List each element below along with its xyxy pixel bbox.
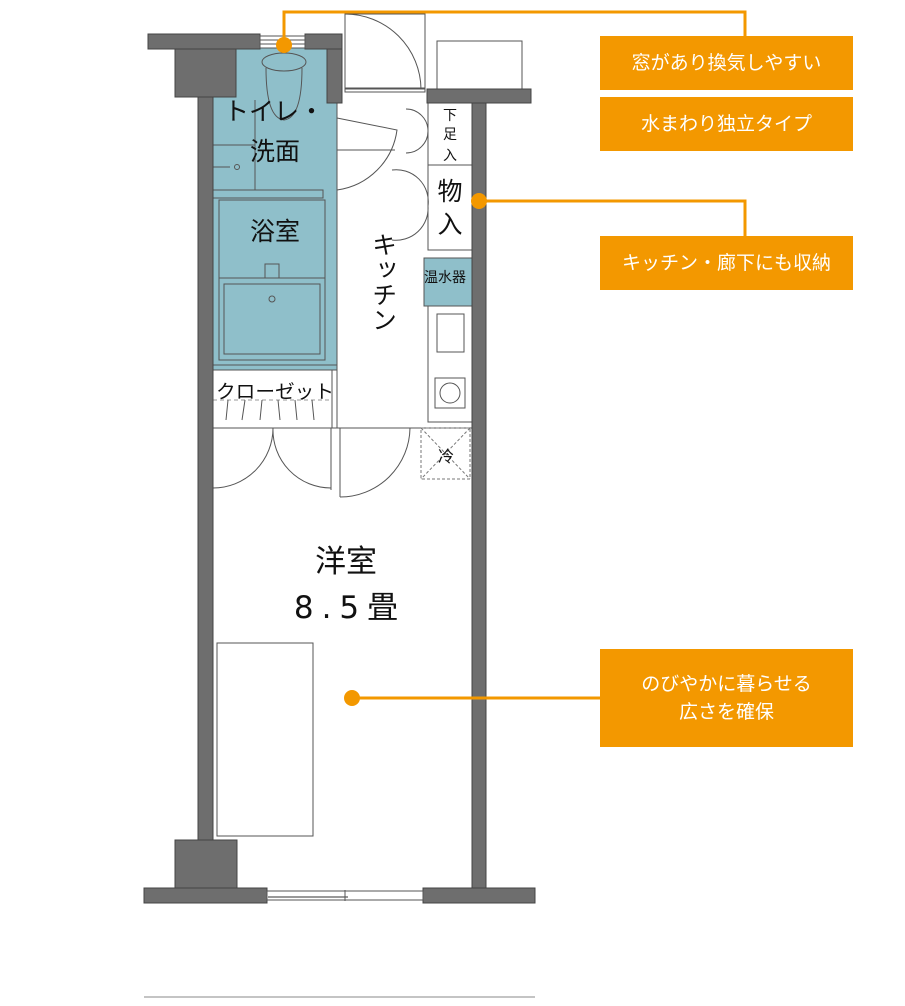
callout-dot	[344, 690, 360, 706]
bath-label: 浴室	[250, 217, 300, 246]
bathtub-area	[218, 199, 326, 361]
callout-separate-wet-area: 水まわり独立タイプ	[600, 97, 853, 151]
callout-leaders	[282, 10, 747, 700]
kitchen-label: キッチン	[369, 232, 398, 332]
storage-label: 入	[437, 210, 462, 239]
fridge-label: 冷	[438, 447, 454, 466]
western-room-size: 8.5畳	[294, 590, 406, 626]
svg-text:キッチン: キッチン	[369, 232, 398, 332]
water-heater	[423, 257, 473, 307]
walls	[143, 33, 536, 904]
callout-dot	[276, 37, 292, 53]
bed	[216, 642, 314, 837]
sink-icon	[436, 313, 465, 353]
shoe-storage-label: 入	[443, 148, 457, 164]
callout-storage: キッチン・廊下にも収納	[600, 236, 853, 290]
shoe-storage-label: 下	[443, 108, 457, 124]
washroom-label: 洗面	[250, 137, 300, 166]
shoe-storage-label: 足	[443, 127, 457, 143]
storage-label: 物	[437, 177, 462, 206]
outdoor-unit	[436, 40, 523, 90]
window-bottom	[266, 890, 424, 901]
toilet-label: トイレ・	[224, 97, 324, 126]
water-heater-label: 温水器	[424, 270, 466, 286]
callout-spacious: のびやかに暮らせる 広さを確保	[600, 649, 853, 747]
callout-ventilation: 窓があり換気しやすい	[600, 36, 853, 90]
callout-dot	[471, 193, 487, 209]
stove-icon	[434, 377, 466, 409]
entrance-porch	[344, 13, 426, 90]
closet-label: クローゼット	[216, 381, 334, 403]
western-room-label: 洋室	[315, 544, 377, 580]
